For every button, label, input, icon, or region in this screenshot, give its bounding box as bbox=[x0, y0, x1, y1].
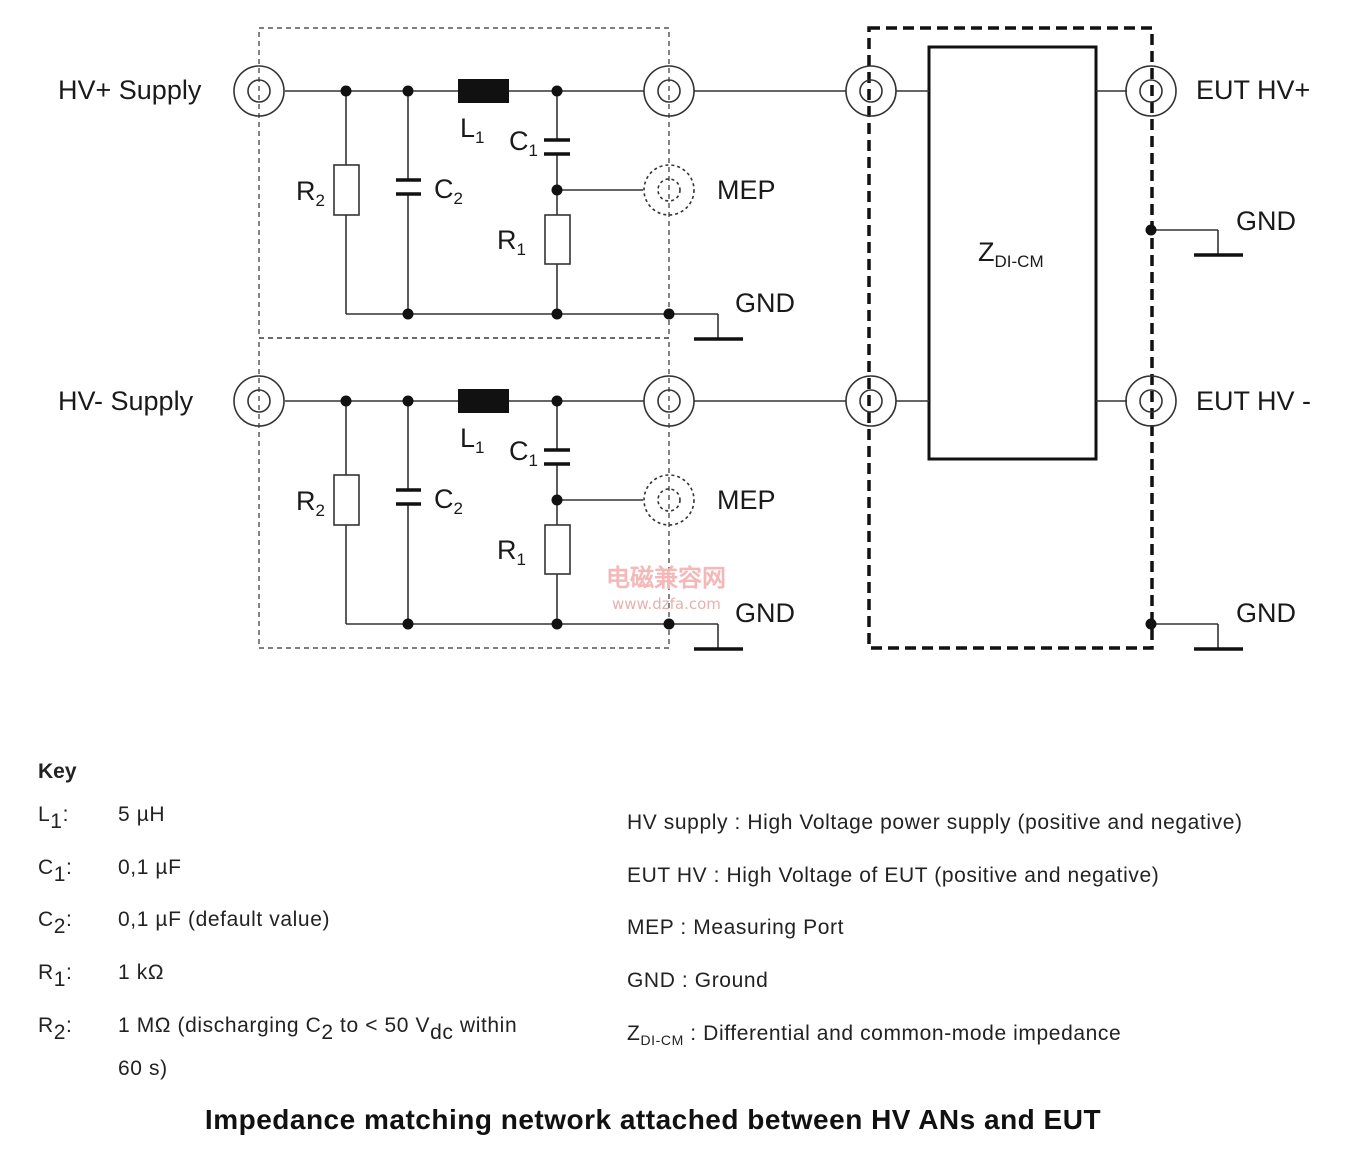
label-l1-bottom: L1 bbox=[460, 423, 485, 457]
key-value-r2: 1 MΩ (discharging C2 to < 50 Vdc within bbox=[118, 1014, 518, 1044]
key-sym-r1: R1: bbox=[38, 961, 73, 991]
key-value-l1: 5 µH bbox=[118, 803, 166, 826]
connector-an-out-bottom bbox=[643, 375, 695, 427]
def-mep: MEP : Measuring Port bbox=[627, 916, 845, 939]
circuit-diagram: HV+ Supply HV- Supply EUT HV+ EUT HV - M… bbox=[58, 26, 1311, 651]
junction-dots bbox=[340, 85, 1157, 630]
key-sym-c2: C2: bbox=[38, 908, 73, 938]
label-gnd-an-top: GND bbox=[735, 288, 795, 318]
connector-eut-hv-plus bbox=[1125, 65, 1177, 117]
connector-eut-hv-minus bbox=[1125, 375, 1177, 427]
label-c1-top: C1 bbox=[509, 126, 538, 160]
key-value-c1: 0,1 µF bbox=[118, 856, 182, 879]
watermark-logo: 电磁兼容网 bbox=[606, 564, 726, 592]
figure-caption: Impedance matching network attached betw… bbox=[204, 1104, 1102, 1135]
def-hv-supply: HV supply : High Voltage power supply (p… bbox=[627, 811, 1243, 834]
connector-hv-minus-supply bbox=[233, 375, 285, 427]
connector-an-out-top bbox=[643, 65, 695, 117]
resistor-r2-bottom bbox=[333, 474, 360, 526]
def-z-dicm: ZDI-CM : Differential and common-mode im… bbox=[627, 1022, 1122, 1048]
label-r1-bottom: R1 bbox=[497, 535, 526, 569]
label-gnd-an-bottom: GND bbox=[735, 598, 795, 628]
label-r2-top: R2 bbox=[296, 176, 325, 210]
impedance-network-box bbox=[867, 26, 1154, 650]
inductor-l1-top bbox=[458, 79, 509, 103]
def-gnd: GND : Ground bbox=[627, 969, 769, 992]
key-value-r1: 1 kΩ bbox=[118, 961, 165, 984]
label-r2-bottom: R2 bbox=[296, 486, 325, 520]
capacitor-c2-bottom bbox=[396, 488, 421, 506]
label-r1-top: R1 bbox=[497, 225, 526, 259]
label-eut-hv-minus: EUT HV - bbox=[1196, 386, 1311, 416]
label-eut-hv-plus: EUT HV+ bbox=[1196, 75, 1310, 105]
key-sym-r2: R2: bbox=[38, 1014, 73, 1044]
key-sym-l1: L1: bbox=[38, 803, 69, 833]
label-hv-minus-supply: HV- Supply bbox=[58, 386, 194, 416]
label-l1-top: L1 bbox=[460, 113, 485, 147]
connector-zin-top bbox=[845, 65, 897, 117]
inductor-l1-bottom bbox=[458, 389, 509, 413]
key-value-c2: 0,1 µF (default value) bbox=[118, 908, 331, 931]
label-hv-plus-supply: HV+ Supply bbox=[58, 75, 202, 105]
label-c2-top: C2 bbox=[434, 174, 463, 208]
an-box-bottom bbox=[258, 337, 670, 649]
an-box-top bbox=[258, 27, 670, 339]
connector-hv-plus-supply bbox=[233, 65, 285, 117]
label-c2-bottom: C2 bbox=[434, 484, 463, 518]
key-title: Key bbox=[38, 760, 77, 783]
capacitor-c1-top bbox=[544, 138, 570, 156]
resistor-r1-top bbox=[544, 214, 571, 265]
connector-mep-top bbox=[643, 164, 695, 216]
label-gnd-mid: GND bbox=[1236, 206, 1296, 236]
connector-zin-bottom bbox=[845, 375, 897, 427]
watermark-url: www.dzfa.com bbox=[612, 595, 721, 613]
label-mep-bottom: MEP bbox=[717, 485, 776, 515]
key-sym-c1: C1: bbox=[38, 856, 73, 886]
label-gnd-right: GND bbox=[1236, 598, 1296, 628]
capacitor-c2-top bbox=[396, 178, 421, 196]
label-mep-top: MEP bbox=[717, 175, 776, 205]
def-eut-hv: EUT HV : High Voltage of EUT (positive a… bbox=[627, 864, 1160, 887]
resistor-r1-bottom bbox=[544, 524, 571, 575]
label-z-dicm: ZDI-CM bbox=[978, 237, 1044, 271]
resistor-r2-top bbox=[333, 164, 360, 216]
z-dicm-block bbox=[927, 45, 1098, 461]
key-value-r2-line2: 60 s) bbox=[118, 1057, 168, 1080]
connector-mep-bottom bbox=[643, 474, 695, 526]
label-c1-bottom: C1 bbox=[509, 436, 538, 470]
capacitor-c1-bottom bbox=[544, 448, 570, 466]
